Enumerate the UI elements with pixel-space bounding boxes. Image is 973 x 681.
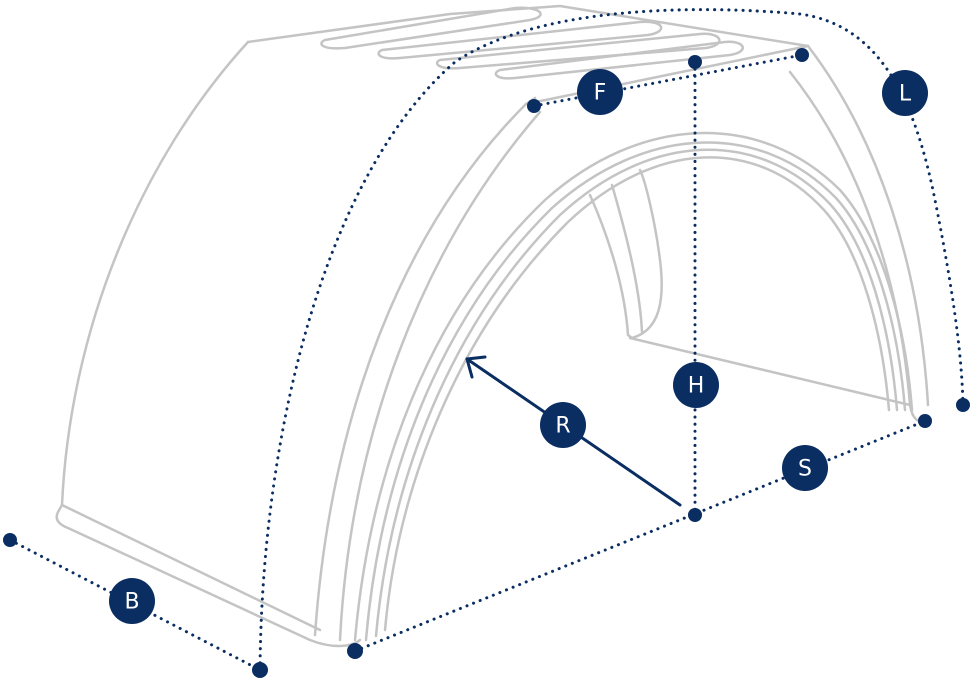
inner-arch-1 [353, 131, 914, 642]
label-s-text: S [798, 457, 812, 482]
dim-l-start-dot [252, 662, 268, 678]
bottom-flange-2 [60, 503, 322, 632]
label-h-text: H [688, 374, 705, 399]
label-b-text: B [124, 590, 139, 615]
dimension-labels: F L H R S B [109, 69, 928, 624]
mudguard-outline [55, 4, 930, 648]
label-f-text: F [594, 81, 607, 106]
label-s: S [782, 445, 828, 491]
label-l: L [882, 70, 928, 116]
front-right-edge [806, 44, 930, 407]
label-l-text: L [899, 82, 912, 107]
dim-f-end-dot [795, 48, 809, 62]
front-outer-edge-2 [338, 110, 542, 642]
front-outer-edge [313, 96, 537, 637]
dim-f-line [532, 53, 804, 108]
dim-h-top-dot [688, 55, 702, 69]
back-arch [60, 40, 250, 507]
label-l-bubble [882, 70, 928, 116]
inner-arch-3 [374, 148, 899, 638]
label-s-bubble [782, 445, 828, 491]
label-f-bubble [577, 69, 623, 115]
inner-arch-2 [364, 141, 907, 642]
label-f: F [577, 69, 623, 115]
dim-s-start-dot [347, 643, 363, 659]
front-top-edge [524, 44, 810, 106]
dim-l-end-dot [956, 398, 970, 412]
label-h-bubble [673, 362, 719, 408]
inner-back-wall-2 [610, 183, 644, 334]
bottom-flange [55, 503, 362, 648]
dim-f-start-dot [527, 99, 541, 113]
dim-h-bottom-dot [688, 508, 702, 522]
inner-back-wall [588, 168, 663, 340]
label-r: R [540, 402, 586, 448]
label-r-text: R [555, 414, 570, 439]
inner-arch-4 [383, 156, 891, 632]
top-rib-1 [320, 6, 542, 50]
label-b-bubble [109, 578, 155, 624]
top-rib-3 [435, 32, 721, 70]
front-right-edge-2 [788, 70, 912, 407]
inner-floor-line [628, 336, 912, 407]
top-rib-4 [494, 40, 744, 80]
dim-l-line [258, 8, 965, 672]
label-b: B [109, 578, 155, 624]
top-rib-2 [377, 20, 663, 60]
dim-s-end-dot [918, 414, 932, 428]
dimension-lines [3, 8, 970, 678]
dim-b-start-dot [3, 533, 17, 547]
dim-s-line [353, 419, 927, 653]
label-h: H [673, 362, 719, 408]
dim-r-arrow-head [465, 355, 487, 379]
label-r-bubble [540, 402, 586, 448]
